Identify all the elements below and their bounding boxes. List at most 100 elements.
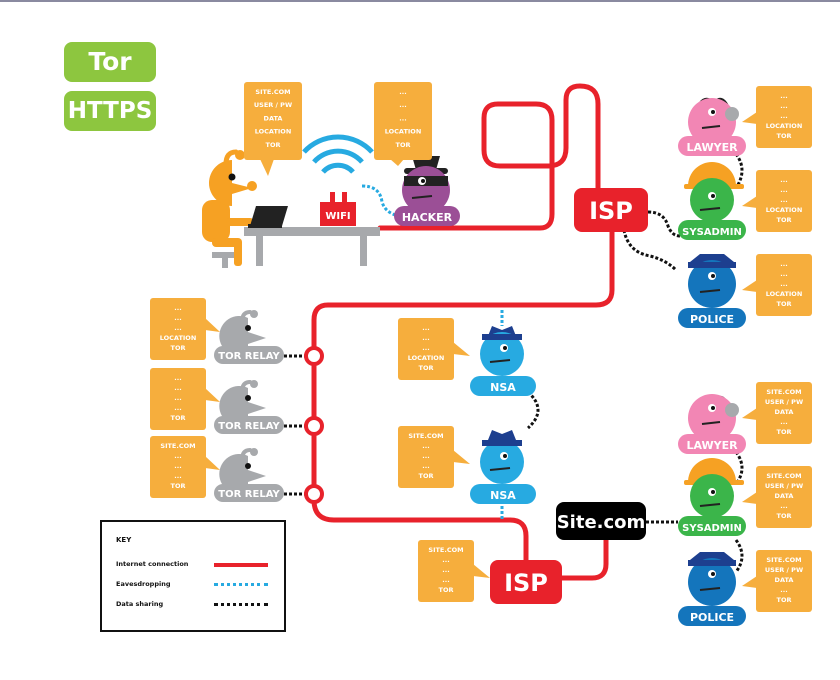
bubble-line: ... [780, 260, 787, 268]
bubble-line: LOCATION [160, 334, 197, 342]
bubble-line: ... [422, 452, 429, 460]
user-figure [202, 149, 380, 268]
key-internet-line [214, 563, 268, 567]
internet-line-isp-to-relays [311, 227, 615, 563]
bubble-line: USER / PW [765, 566, 803, 574]
top-border [0, 0, 840, 2]
tor-relay-3-figure [214, 448, 284, 502]
tor-toggle[interactable]: Tor [64, 42, 156, 82]
bubble-line: ... [422, 344, 429, 352]
wifi-label: WIFI [325, 211, 350, 222]
bubble-line: TOR [777, 596, 792, 604]
info-bubble-isp-bottom: SITE.COM.........TOR [418, 540, 490, 602]
sysadmin-bottom-label: SYSADMIN [682, 523, 742, 534]
bubble-line: TOR [777, 300, 792, 308]
bubble-line: TOR [266, 141, 281, 149]
nsa-1-label: NSA [490, 381, 516, 394]
sysadmin-top-label: SYSADMIN [682, 227, 742, 238]
isp-bottom-node[interactable] [490, 560, 562, 604]
bubble-line: ... [780, 92, 787, 100]
info-bubble-police-bottom: SITE.COM USER / PW DATA... TOR [742, 550, 812, 612]
relay-junction-2 [304, 416, 324, 436]
internet-line-user-to-isp [377, 83, 601, 231]
sharing-line-isp-police [622, 229, 678, 272]
key-sharing-line [214, 603, 268, 606]
bubble-line: SITE.COM [766, 472, 801, 480]
lawyer-bottom-figure [678, 394, 746, 454]
bubble-line: TOR [419, 472, 434, 480]
key-sharing-label: Data sharing [116, 600, 164, 608]
https-toggle[interactable]: HTTPS [64, 91, 156, 131]
info-bubble-relay-2: ............TOR [150, 368, 220, 430]
bubble-line: ... [780, 186, 787, 194]
bubble-line: ... [780, 102, 787, 110]
bubble-line: TOR [171, 344, 186, 352]
tor-relay-2-label: TOR RELAY [218, 421, 280, 432]
bubble-line: LOCATION [408, 354, 445, 362]
lawyer-top-figure [678, 97, 746, 156]
bubble-line: TOR [777, 512, 792, 520]
bubble-line: ... [780, 196, 787, 204]
key-title: KEY [116, 536, 132, 544]
tor-relay-2-figure [214, 380, 284, 434]
eavesdrop-line-hacker [361, 184, 401, 218]
bubble-line: DATA [775, 576, 794, 584]
isp-top-label: ISP [589, 197, 633, 225]
info-bubble-relay-3: SITE.COM.........TOR [150, 436, 220, 498]
tor-relay-3-label: TOR RELAY [218, 489, 280, 500]
police-bottom-figure [678, 552, 746, 626]
sharing-line-nsa [526, 390, 540, 430]
bubble-line: ... [780, 502, 787, 510]
bubble-line: ... [780, 176, 787, 184]
bubble-line: ... [780, 418, 787, 426]
site-node[interactable] [556, 502, 646, 540]
key-legend: KEY Internet connection Eavesdropping Da… [100, 520, 286, 632]
wifi-router [302, 134, 374, 226]
bubble-line: ... [442, 576, 449, 584]
relay-junction-1 [304, 346, 324, 366]
bubble-line: ... [422, 462, 429, 470]
bubble-line: ... [174, 324, 181, 332]
bubble-line: ... [780, 586, 787, 594]
bubble-line: ... [174, 404, 181, 412]
hacker-label: HACKER [402, 211, 453, 224]
nsa-1-figure [470, 326, 536, 396]
bubble-line: TOR [419, 364, 434, 372]
bubble-line: SITE.COM [408, 432, 443, 440]
relay-junction-3 [304, 484, 324, 504]
tor-relay-1-label: TOR RELAY [218, 351, 280, 362]
tor-relay-1-figure [214, 310, 284, 364]
sharing-line-sysadmin-police-bottom [734, 539, 744, 573]
sharing-line-lawyer-sysadmin-bottom [734, 451, 744, 485]
bubble-line: TOR [777, 216, 792, 224]
bubble-line: SITE.COM [766, 388, 801, 396]
bubble-line: ... [174, 304, 181, 312]
nsa-2-figure [470, 430, 536, 504]
sharing-line-isp-sysadmin [647, 210, 681, 238]
isp-top-node[interactable] [574, 188, 648, 232]
police-top-figure [678, 254, 746, 328]
police-top-label: POLICE [690, 313, 734, 326]
bubble-line: SITE.COM [255, 88, 290, 96]
isp-bottom-label: ISP [504, 569, 548, 597]
bubble-line: TOR [171, 414, 186, 422]
key-internet-label: Internet connection [116, 560, 189, 568]
bubble-line: TOR [777, 132, 792, 140]
lawyer-bottom-label: LAWYER [686, 439, 738, 452]
bubble-line: ... [399, 114, 406, 122]
bubble-line: DATA [775, 408, 794, 416]
bubble-line: SITE.COM [766, 556, 801, 564]
bubble-line: ... [422, 442, 429, 450]
key-eavesdrop-label: Eavesdropping [116, 580, 171, 588]
bubble-line: ... [174, 472, 181, 480]
sysadmin-top-figure [678, 162, 746, 240]
